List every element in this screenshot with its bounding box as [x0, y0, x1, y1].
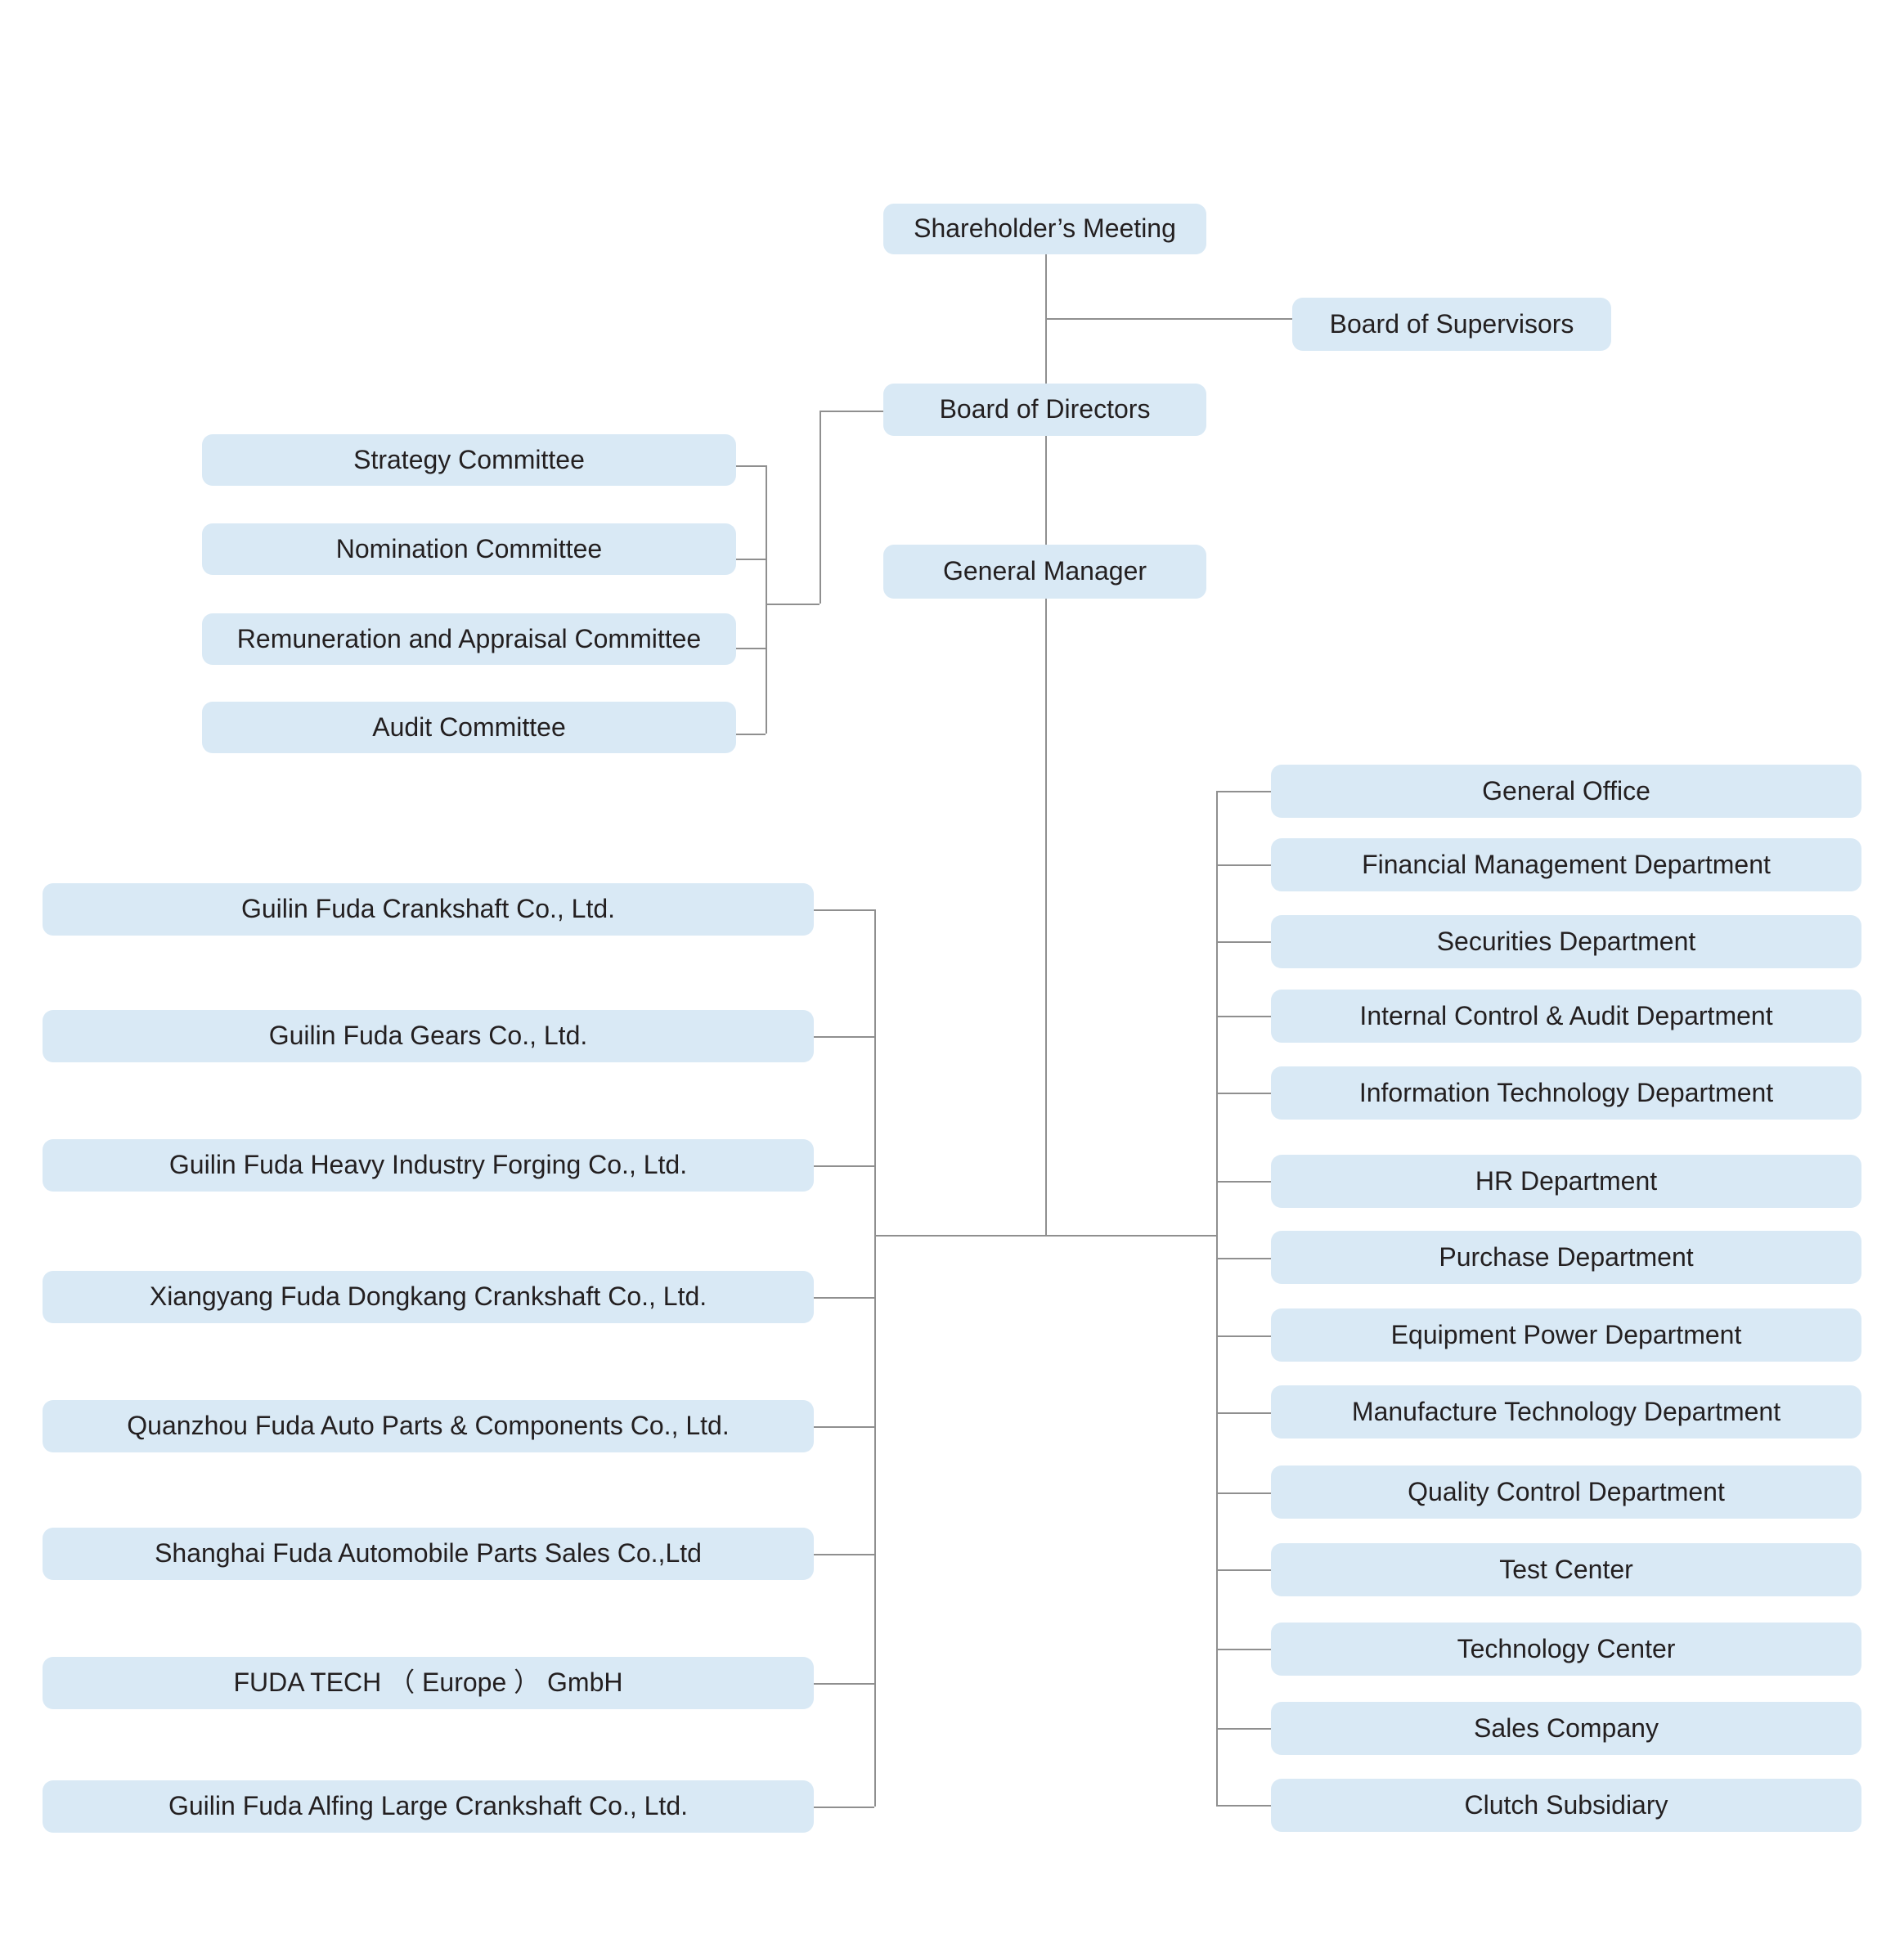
connector-line — [1216, 791, 1271, 792]
node-hr-department: HR Department — [1271, 1155, 1861, 1208]
connector-line — [1216, 1335, 1271, 1337]
node-fuda-tech-europe-gmbh: FUDA TECH （ Europe ） GmbH — [43, 1657, 814, 1709]
connector-line — [766, 604, 820, 605]
node-financial-management-department: Financial Management Department — [1271, 838, 1861, 891]
connector-line — [736, 465, 766, 467]
connector-line — [1045, 436, 1047, 545]
connector-line — [1216, 1649, 1271, 1650]
connector-line — [1045, 318, 1292, 320]
node-information-technology-department: Information Technology Department — [1271, 1066, 1861, 1120]
connector-line — [736, 734, 766, 735]
node-shareholders-meeting: Shareholder’s Meeting — [883, 204, 1206, 254]
connector-line — [874, 1235, 1216, 1237]
connector-line — [1216, 1805, 1271, 1807]
node-guilin-fuda-gears-co-ltd: Guilin Fuda Gears Co., Ltd. — [43, 1010, 814, 1062]
connector-line — [820, 411, 883, 412]
connector-line — [814, 1297, 874, 1299]
connector-line — [814, 1426, 874, 1428]
connector-line — [766, 465, 767, 734]
node-securities-department: Securities Department — [1271, 915, 1861, 968]
node-internal-control-audit-department: Internal Control & Audit Department — [1271, 990, 1861, 1043]
node-test-center: Test Center — [1271, 1543, 1861, 1596]
connector-line — [1216, 1569, 1271, 1571]
node-technology-center: Technology Center — [1271, 1623, 1861, 1676]
node-quality-control-department: Quality Control Department — [1271, 1465, 1861, 1519]
node-quanzhou-fuda-auto-parts-components-co-ltd: Quanzhou Fuda Auto Parts & Components Co… — [43, 1400, 814, 1452]
connector-line — [1216, 1492, 1271, 1494]
connector-line — [1216, 791, 1218, 1806]
node-guilin-fuda-alfing-large-crankshaft-co-ltd: Guilin Fuda Alfing Large Crankshaft Co.,… — [43, 1780, 814, 1833]
connector-line — [814, 1554, 874, 1555]
node-board-of-supervisors: Board of Supervisors — [1292, 298, 1611, 351]
node-equipment-power-department: Equipment Power Department — [1271, 1308, 1861, 1362]
node-clutch-subsidiary: Clutch Subsidiary — [1271, 1779, 1861, 1832]
connector-line — [736, 648, 766, 649]
connector-line — [736, 559, 766, 560]
connector-line — [820, 411, 821, 604]
node-guilin-fuda-heavy-industry-forging-co-ltd: Guilin Fuda Heavy Industry Forging Co., … — [43, 1139, 814, 1192]
node-nomination-committee: Nomination Committee — [202, 523, 736, 575]
connector-line — [1216, 1093, 1271, 1094]
connector-line — [814, 1036, 874, 1038]
connector-line — [1216, 1728, 1271, 1730]
connector-line — [814, 1807, 874, 1808]
node-purchase-department: Purchase Department — [1271, 1231, 1861, 1284]
connector-line — [814, 909, 874, 911]
node-sales-company: Sales Company — [1271, 1702, 1861, 1755]
node-audit-committee: Audit Committee — [202, 702, 736, 753]
connector-line — [1216, 941, 1271, 943]
connector-line — [874, 909, 876, 1807]
connector-line — [814, 1683, 874, 1685]
node-board-of-directors: Board of Directors — [883, 384, 1206, 436]
node-strategy-committee: Strategy Committee — [202, 434, 736, 486]
connector-line — [814, 1165, 874, 1167]
connector-line — [1216, 1258, 1271, 1259]
connector-line — [1216, 1016, 1271, 1017]
connector-line — [1216, 864, 1271, 866]
node-shanghai-fuda-automobile-parts-sales-co-ltd: Shanghai Fuda Automobile Parts Sales Co.… — [43, 1528, 814, 1580]
connector-line — [1216, 1412, 1271, 1414]
node-general-office: General Office — [1271, 765, 1861, 818]
connector-line — [1216, 1181, 1271, 1183]
node-guilin-fuda-crankshaft-co-ltd: Guilin Fuda Crankshaft Co., Ltd. — [43, 883, 814, 936]
node-general-manager: General Manager — [883, 545, 1206, 599]
node-xiangyang-fuda-dongkang-crankshaft-co-ltd: Xiangyang Fuda Dongkang Crankshaft Co., … — [43, 1271, 814, 1323]
connector-line — [1045, 599, 1047, 1236]
node-manufacture-technology-department: Manufacture Technology Department — [1271, 1385, 1861, 1439]
node-remuneration-and-appraisal-committee: Remuneration and Appraisal Committee — [202, 613, 736, 665]
